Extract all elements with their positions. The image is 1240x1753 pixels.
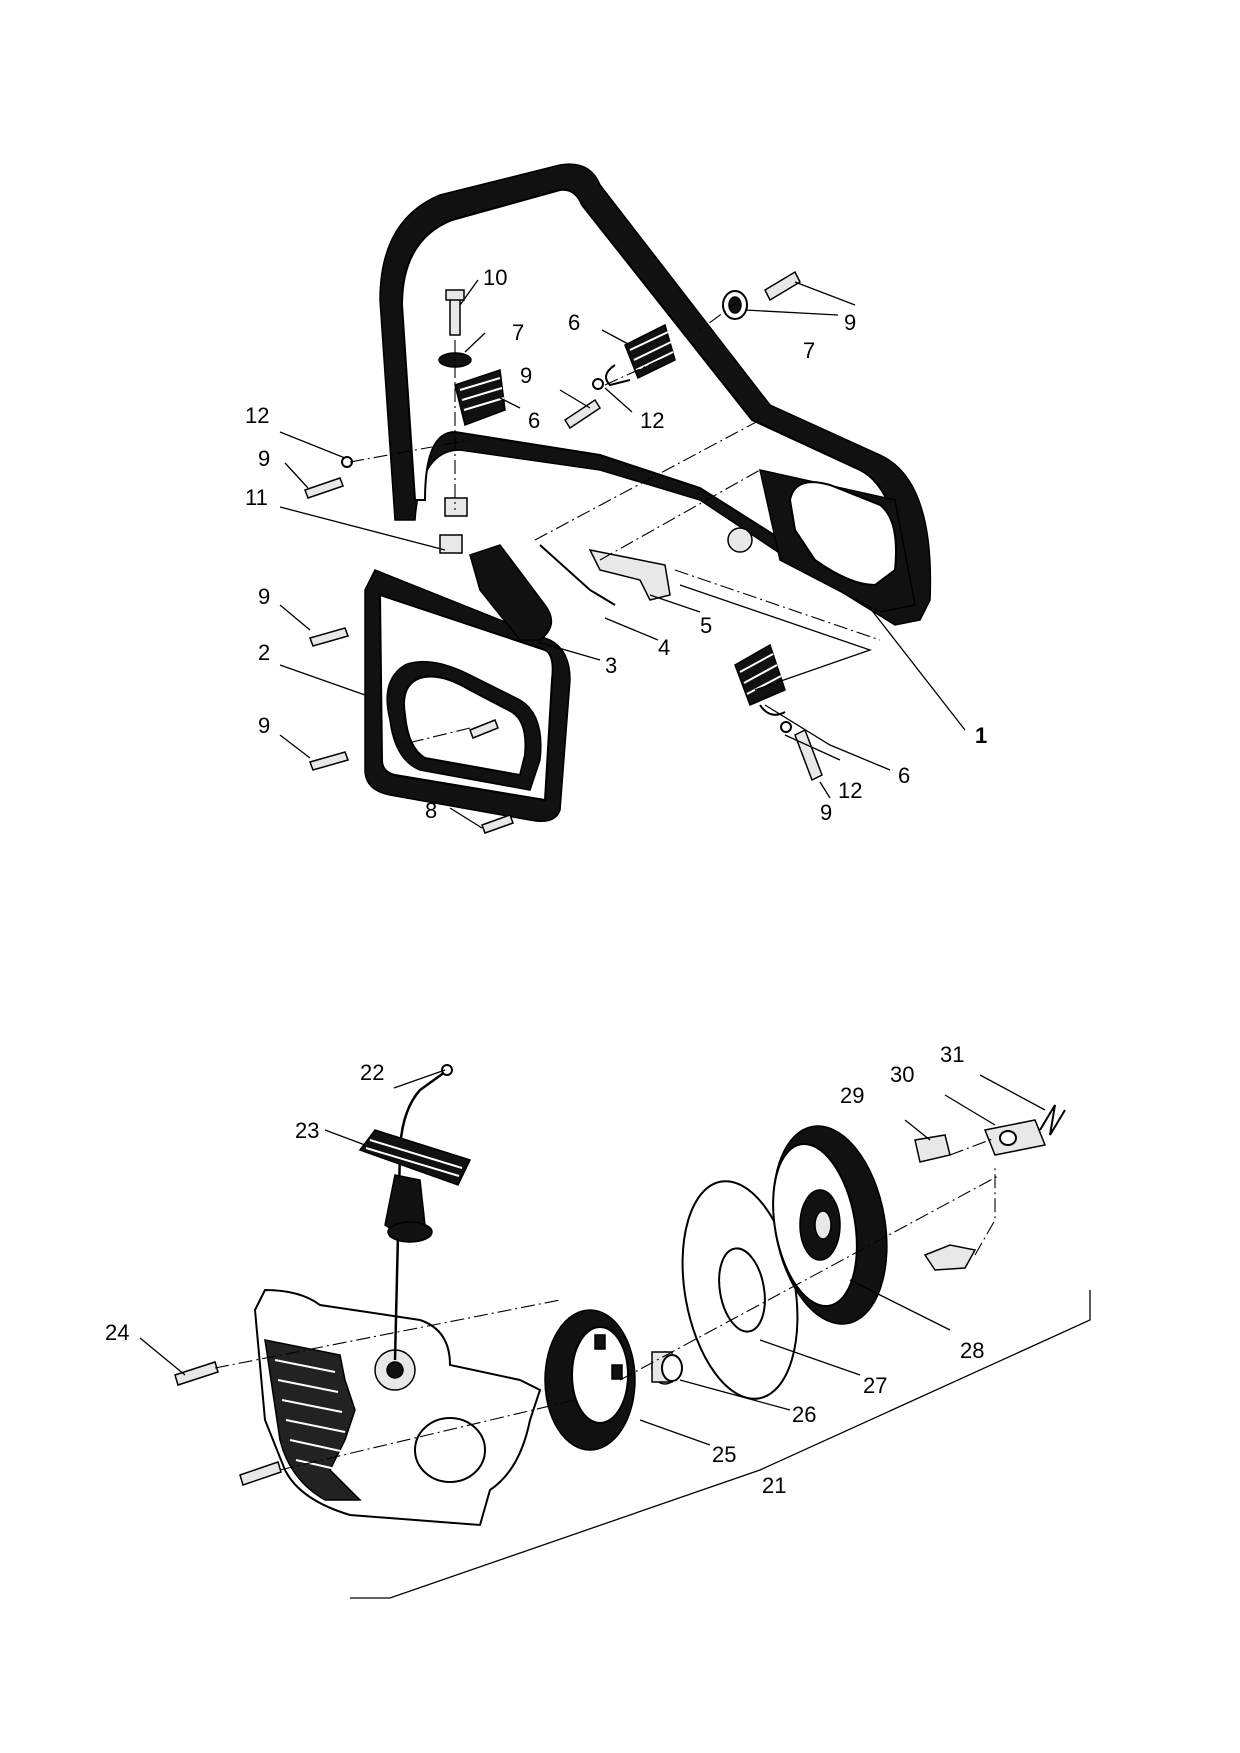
washer-disk <box>681 1180 799 1400</box>
callout-9-left: 9 <box>258 446 270 471</box>
starter-assembly <box>174 1064 1066 1527</box>
spring-lower <box>734 643 786 716</box>
washer-inner <box>728 296 742 314</box>
callout-labels: 1 2 3 4 5 6 6 6 7 7 8 9 9 9 9 9 9 10 11 … <box>105 265 987 1498</box>
axis-lines-lower <box>214 1137 1001 1471</box>
washer-small-mid <box>592 378 604 390</box>
rope-end <box>441 1064 453 1076</box>
callout-30: 30 <box>890 1062 914 1087</box>
nut-upper <box>444 497 468 517</box>
callout-21: 21 <box>762 1473 786 1498</box>
callout-24: 24 <box>105 1320 129 1345</box>
callout-31: 31 <box>940 1042 964 1067</box>
spring-wire <box>539 544 616 606</box>
callout-6-lower: 6 <box>898 763 910 788</box>
nut-lower <box>439 534 463 554</box>
axis-lines-upper <box>349 299 881 746</box>
front-hand-guard-frame <box>379 163 932 626</box>
spring-left <box>454 368 506 426</box>
callout-1: 1 <box>975 723 987 748</box>
bracket <box>588 548 671 601</box>
callout-11: 11 <box>245 485 268 510</box>
callout-29: 29 <box>840 1083 864 1108</box>
screw-left <box>304 477 344 499</box>
screw-plate-lower <box>309 751 349 771</box>
screw-plate-inner <box>469 719 499 739</box>
callout-3: 3 <box>605 653 617 678</box>
screw-upper-right <box>764 270 801 302</box>
rope-pulley <box>772 1125 888 1325</box>
screw-plate-upper <box>309 627 349 647</box>
screw-24-upper <box>174 1361 219 1386</box>
screw-mid <box>563 398 602 430</box>
callout-22: 22 <box>360 1060 384 1085</box>
screw-8 <box>481 814 514 834</box>
screw-24-lower <box>239 1461 282 1486</box>
callout-27: 27 <box>863 1373 887 1398</box>
pawl-upper <box>914 1134 951 1163</box>
callout-9-mid: 9 <box>520 363 532 388</box>
pawl-lower <box>923 1244 977 1271</box>
leader-lines <box>139 279 1091 1599</box>
callout-8: 8 <box>425 798 437 823</box>
pawl-retainer <box>983 1119 1047 1156</box>
callout-7-right: 7 <box>803 338 815 363</box>
callout-5: 5 <box>700 613 712 638</box>
callout-23: 23 <box>295 1118 319 1143</box>
callout-9-plate-lower: 9 <box>258 713 270 738</box>
spring-right-upper <box>605 323 676 387</box>
callout-12-left: 12 <box>245 403 269 428</box>
bushing <box>651 1351 683 1385</box>
starter-hole <box>414 1417 486 1483</box>
brake-lever <box>469 544 553 641</box>
spring-cassette <box>544 1309 636 1451</box>
washer-small-lower <box>780 721 792 733</box>
callout-2: 2 <box>258 640 270 665</box>
callout-9-upper-right: 9 <box>844 310 856 335</box>
callout-26: 26 <box>792 1402 816 1427</box>
callout-7-left: 7 <box>512 320 524 345</box>
callout-25: 25 <box>712 1442 736 1467</box>
callout-6-upper: 6 <box>568 310 580 335</box>
callout-9-plate-upper: 9 <box>258 584 270 609</box>
callout-12-mid: 12 <box>640 408 664 433</box>
handle-guard-assembly <box>304 163 932 834</box>
callout-6-left: 6 <box>528 408 540 433</box>
callout-9-lower-right: 9 <box>820 800 832 825</box>
callout-10: 10 <box>483 265 507 290</box>
retaining-clip <box>1039 1104 1066 1136</box>
starter-grip <box>358 1129 472 1243</box>
starter-housing <box>253 1288 542 1527</box>
screw-10 <box>445 289 465 336</box>
callout-12-lower: 12 <box>838 778 862 803</box>
callout-4: 4 <box>658 635 670 660</box>
callout-28: 28 <box>960 1338 984 1363</box>
